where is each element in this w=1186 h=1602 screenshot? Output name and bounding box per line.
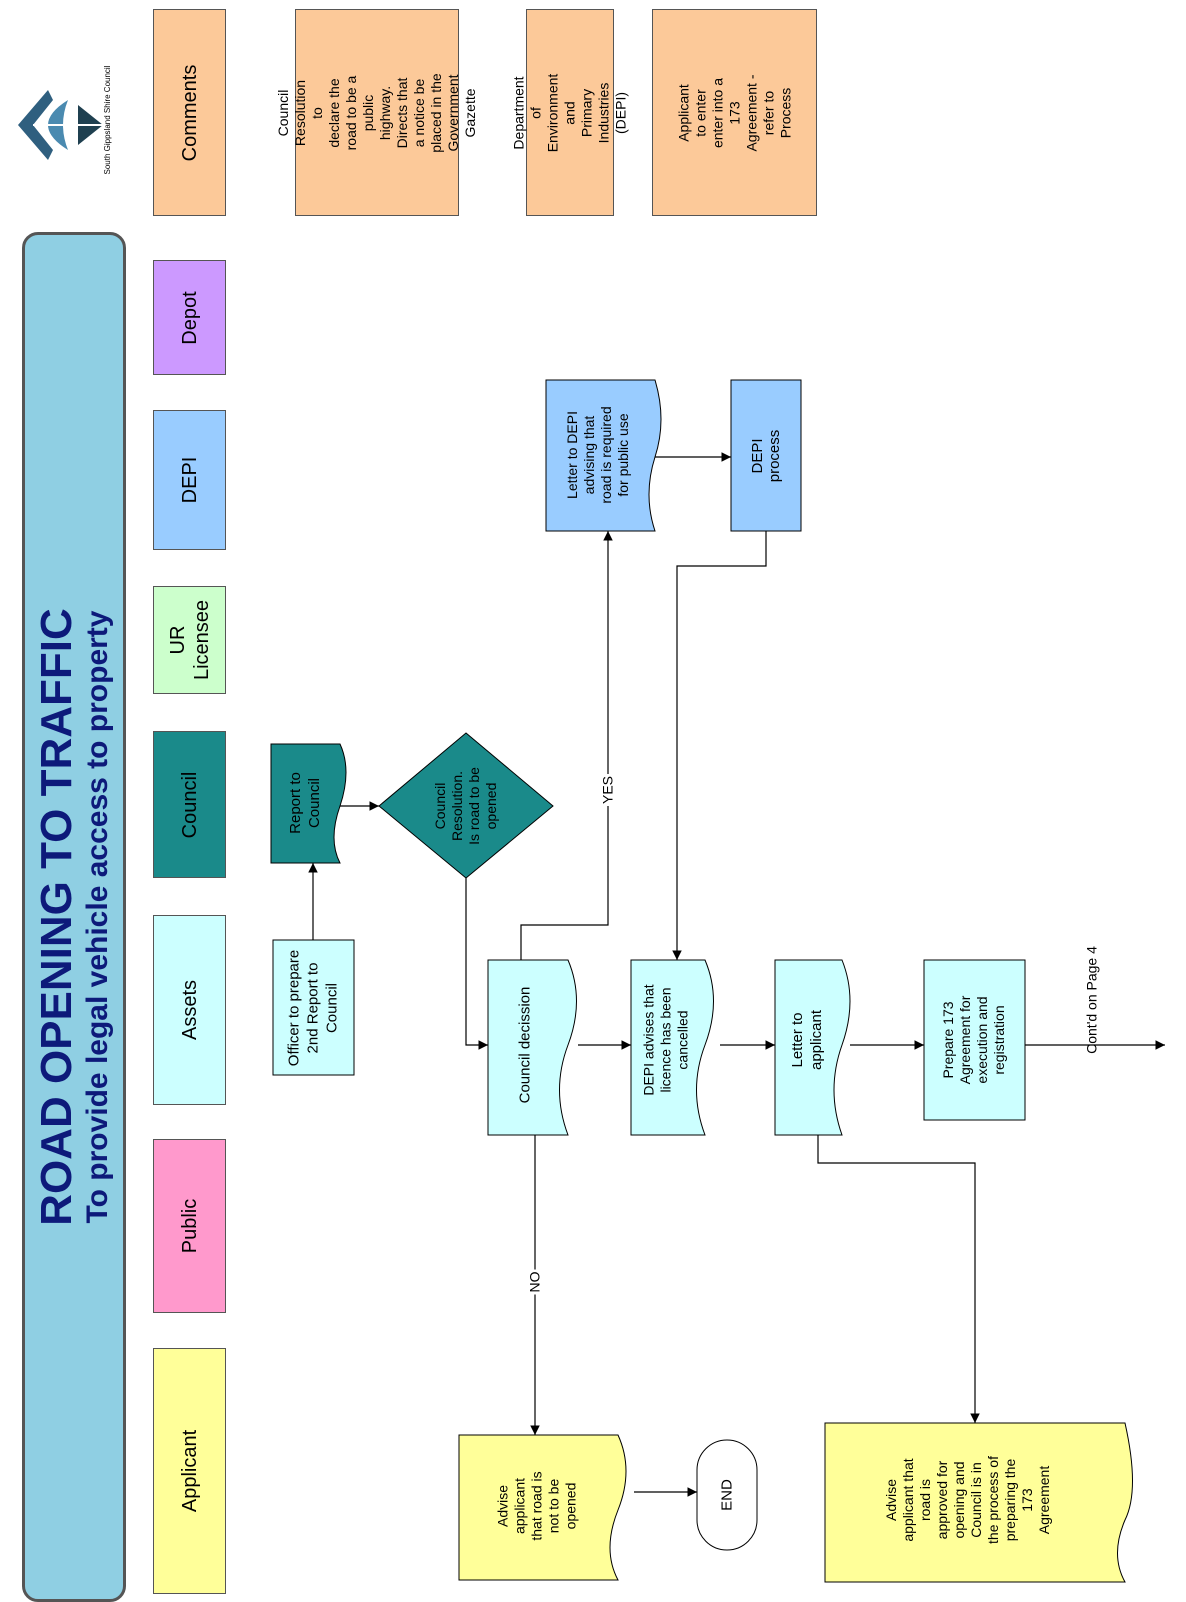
text-depi-process: DEPI process [749,429,783,483]
arrow-decision-yes-to-letter-depi [520,531,613,960]
node-council-resolution-decision [378,732,554,879]
node-officer-report [272,939,355,1076]
comment-depi-definition: Department of Environment and Primary In… [511,9,629,216]
label-contd-page-4: Cont'd on Page 4 [1083,946,1100,1054]
lane-header-comments: Comments [153,9,226,216]
node-letter-to-depi [545,379,662,532]
arrow-depi-process-to-advises [672,531,767,960]
text-advise-not-opened: Advise applicant that road is not to be … [494,1471,579,1541]
text-officer-report: Officer to prepare 2nd Report to Council [285,949,341,1067]
shire-logo [18,90,103,160]
label-yes: YES [599,773,617,807]
lane-header-ur-licensee: UR Licensee [153,586,226,694]
arrow-letter-to-advise-approved [817,1135,980,1423]
node-council-decision [487,959,577,1136]
lane-header-depot: Depot [153,260,226,375]
text-prepare-173: Prepare 173 Agreement for execution and … [940,995,1007,1085]
arrow-resolution-to-decision [465,878,488,1050]
comment-173-agreement: Applicant to enter enter into a 173 Agre… [652,9,817,216]
text-end: END [718,1479,736,1511]
text-report-to-council: Report to Council [287,772,323,834]
label-no: NO [526,1269,544,1295]
node-advise-not-opened [458,1434,627,1581]
title-banner: ROAD OPENING TO TRAFFIC To provide legal… [22,232,126,1602]
comment-council-resolution: Council Resolution to declare the road t… [275,9,478,216]
node-advise-approved [824,1422,1133,1583]
node-depi-process [730,379,802,532]
node-depi-advises [630,959,714,1136]
text-council-resolution: Council Resolution. Is road to be opened [432,767,499,845]
node-end [696,1439,758,1551]
node-report-to-council [270,743,347,864]
lane-header-council: Council [153,731,226,878]
lane-header-public: Public [153,1139,226,1313]
text-letter-to-depi: Letter to DEPI advising that road is req… [564,406,631,504]
lane-header-depi: DEPI [153,410,226,550]
text-advise-approved: Advise applicant that road is approved f… [883,1456,1052,1544]
text-letter-to-applicant: Letter to applicant [789,1009,825,1071]
text-depi-advises: DEPI advises that licence has been cance… [640,984,691,1096]
node-letter-to-applicant [774,959,851,1136]
lane-header-assets: Assets [153,915,226,1105]
node-prepare-173 [923,959,1026,1121]
text-council-decision: Council decission [516,986,534,1104]
